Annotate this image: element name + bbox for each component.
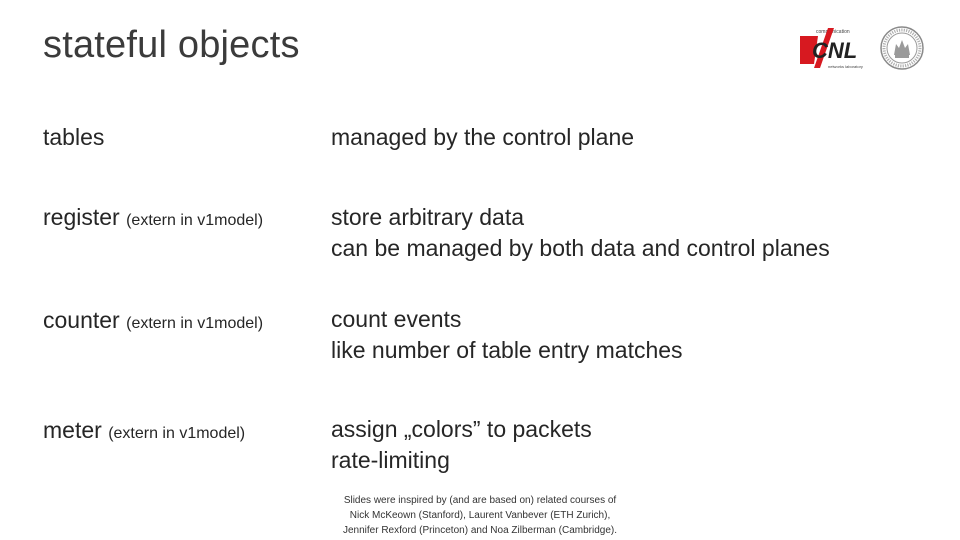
footer-line: Slides were inspired by (and are based o… — [343, 495, 617, 506]
footer-line: Jennifer Rexford (Princeton) and Noa Zil… — [342, 525, 617, 536]
cnl-logo-main-text: CNL — [812, 38, 857, 63]
desc-register: store arbitrary data can be managed by b… — [331, 202, 830, 264]
term-label: counter — [43, 307, 120, 333]
term-note: (extern in v1model) — [126, 315, 264, 332]
desc-line: assign „colors” to packets — [331, 416, 592, 442]
term-label: register — [43, 204, 120, 230]
university-seal-graphic — [880, 26, 924, 70]
desc-tables: managed by the control plane — [331, 122, 634, 153]
cnl-logo-red-block — [800, 36, 818, 64]
cnl-logo: communication CNL networks laboratory — [798, 22, 868, 72]
seal-outer-ring — [880, 26, 924, 70]
cnl-logo-bottom-text: networks laboratory — [828, 64, 863, 69]
slide-title: stateful objects — [43, 24, 300, 66]
seal-inner-ring — [886, 32, 918, 64]
term-note: (extern in v1model) — [126, 212, 264, 229]
term-note: (extern in v1model) — [108, 425, 246, 442]
attribution-footer: Slides were inspired by (and are based o… — [300, 493, 660, 538]
desc-line: like number of table entry matches — [331, 337, 683, 363]
university-seal-logo — [879, 25, 925, 71]
seal-lettering-band — [882, 28, 922, 68]
seal-crown-shape — [894, 40, 910, 55]
cnl-logo-red-stroke — [814, 28, 834, 68]
term-register: register (extern in v1model) — [43, 204, 263, 231]
term-tables: tables — [43, 124, 104, 151]
desc-line: store arbitrary data — [331, 204, 525, 230]
term-meter: meter (extern in v1model) — [43, 417, 245, 444]
desc-meter: assign „colors” to packets rate-limiting — [331, 414, 592, 476]
seal-base — [895, 55, 909, 58]
footer-line: Nick McKeown (Stanford), Laurent Vanbeve… — [349, 510, 611, 521]
term-label: tables — [43, 124, 105, 150]
term-label: meter — [43, 417, 102, 443]
term-counter: counter (extern in v1model) — [43, 307, 263, 334]
desc-line: rate-limiting — [331, 447, 450, 473]
cnl-logo-top-text: communication — [816, 29, 850, 35]
cnl-logo-graphic: communication CNL networks laboratory — [800, 28, 863, 69]
desc-counter: count events like number of table entry … — [331, 304, 683, 366]
desc-line: can be managed by both data and control … — [331, 235, 830, 261]
desc-line: count events — [331, 306, 462, 332]
desc-line: managed by the control plane — [331, 124, 635, 150]
